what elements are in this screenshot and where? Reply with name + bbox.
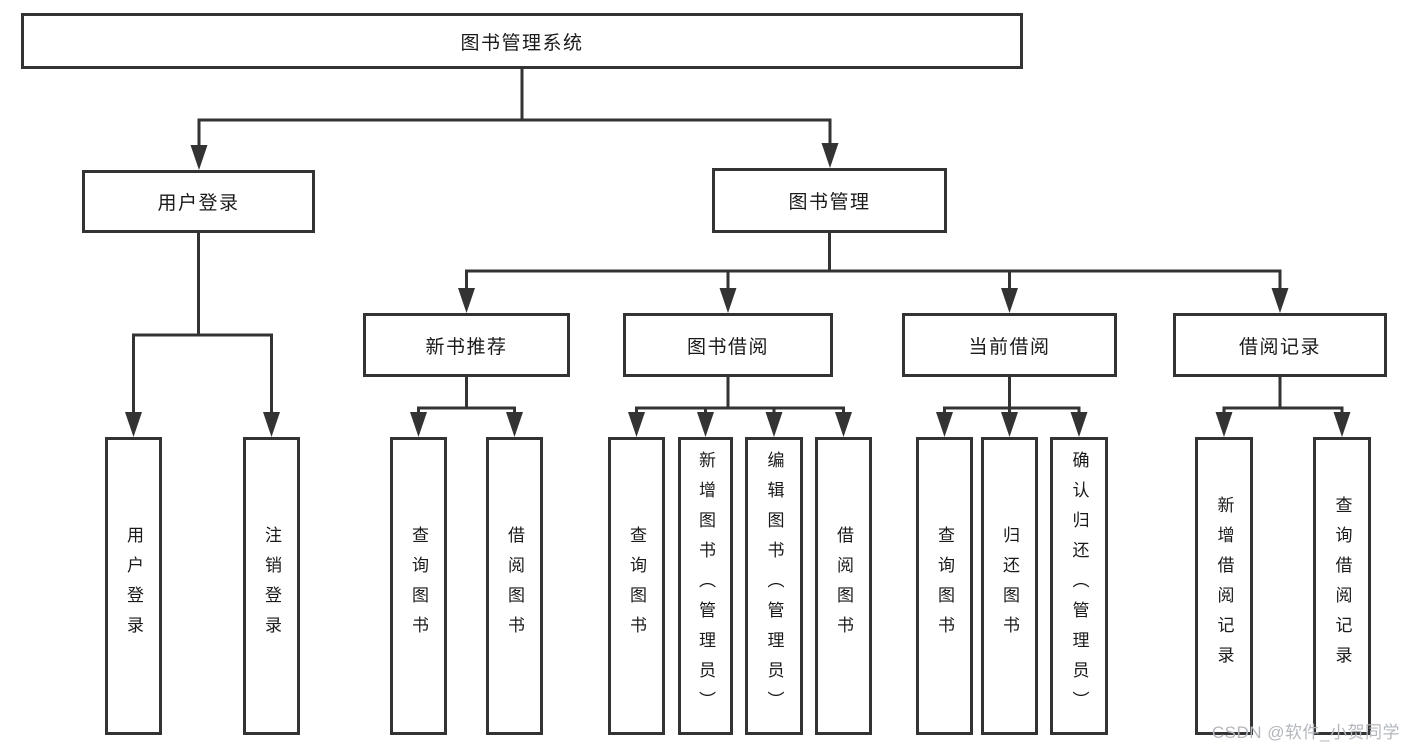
leaf-query-books-3: 查询图书	[916, 437, 973, 735]
watermark: CSDN @软件_小贺同学	[1211, 723, 1400, 742]
leaf-return-books: 归还图书	[981, 437, 1038, 735]
leaf-borrow-books-1: 借阅图书	[486, 437, 543, 735]
node-library-management-system: 图书管理系统	[21, 13, 1023, 69]
leaf-logout: 注销登录	[243, 437, 300, 735]
leaf-query-books-2: 查询图书	[608, 437, 665, 735]
leaf-borrow-books-2: 借阅图书	[815, 437, 872, 735]
leaf-user-login: 用户登录	[105, 437, 162, 735]
node-borrowing-records: 借阅记录	[1173, 313, 1387, 377]
leaf-add-borrow-record: 新增借阅记录	[1195, 437, 1253, 735]
node-book-borrowing: 图书借阅	[623, 313, 833, 377]
node-user-login: 用户登录	[82, 170, 315, 233]
node-book-management: 图书管理	[712, 168, 947, 233]
leaf-add-book-admin: 新增图书（管理员）	[678, 437, 733, 735]
node-current-borrowing: 当前借阅	[902, 313, 1117, 377]
leaf-query-books-1: 查询图书	[390, 437, 447, 735]
leaf-query-borrow-record: 查询借阅记录	[1313, 437, 1371, 735]
leaf-edit-book-admin: 编辑图书（管理员）	[745, 437, 803, 735]
node-new-book-recommendation: 新书推荐	[363, 313, 570, 377]
leaf-confirm-return-admin: 确认归还（管理员）	[1050, 437, 1108, 735]
